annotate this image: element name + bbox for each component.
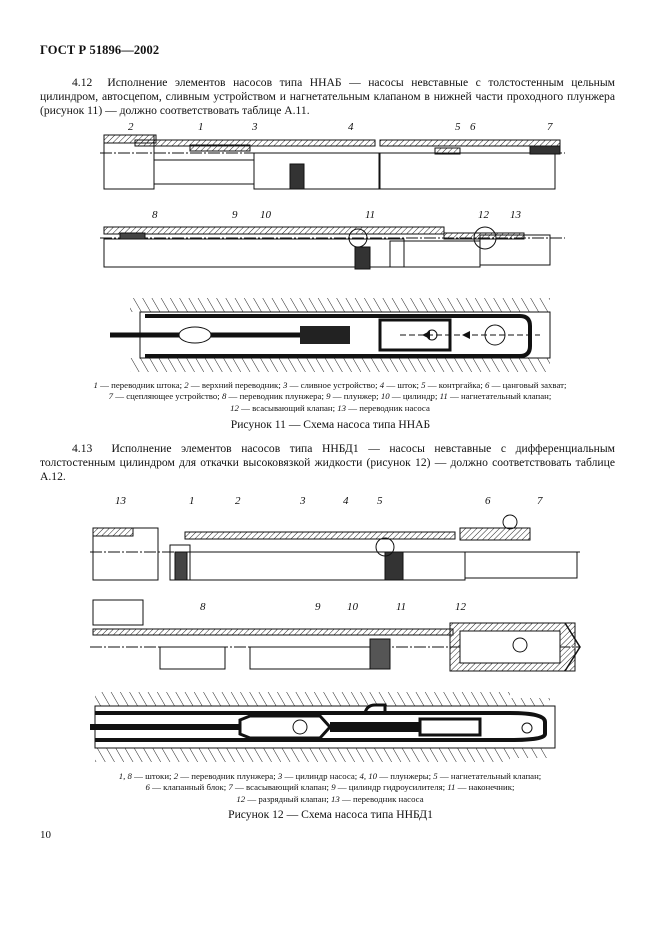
- svg-text:4: 4: [343, 495, 349, 507]
- figure-12-schematic: [90, 692, 556, 762]
- svg-text:2: 2: [235, 495, 241, 507]
- legend-line-1: 1 — переводник штока; 2 — верхний перево…: [93, 380, 567, 390]
- svg-text:13: 13: [115, 495, 127, 507]
- svg-text:1: 1: [189, 495, 195, 507]
- svg-text:8: 8: [152, 209, 158, 221]
- svg-text:11: 11: [365, 209, 375, 221]
- svg-text:6: 6: [470, 121, 476, 133]
- legend-line-1: 1, 8 — штоки; 2 — переводник плунжера; 3…: [118, 771, 542, 781]
- legend-line-2: 6 — клапанный блок; 7 — всасывающий клап…: [145, 782, 515, 793]
- svg-text:5: 5: [377, 495, 383, 507]
- svg-text:3: 3: [251, 121, 258, 133]
- document-header: ГОСТ Р 51896—2002: [40, 43, 160, 57]
- svg-text:7: 7: [547, 121, 553, 133]
- svg-text:12: 12: [455, 601, 467, 613]
- legend-line-2: 7 — сцепляющее устройство; 8 — переводни…: [108, 391, 552, 402]
- svg-text:8: 8: [200, 601, 206, 613]
- figure-11-legend: 1 — переводник штока; 2 — верхний перево…: [40, 380, 620, 414]
- figure-11-drawing-upper: 2 1 3 4 5 6 7: [100, 121, 565, 190]
- page-number: 10: [40, 829, 51, 841]
- paragraph-4-13: 4.13 Исполнение элементов насосов типа Н…: [40, 442, 615, 485]
- svg-text:6: 6: [485, 495, 491, 507]
- figure-11-caption: Рисунок 11 — Схема насоса типа ННАБ: [230, 418, 431, 431]
- svg-text:5: 5: [455, 121, 461, 133]
- svg-text:3: 3: [299, 495, 306, 507]
- svg-text:1: 1: [198, 121, 204, 133]
- svg-text:11: 11: [396, 601, 406, 613]
- paragraph-number: 4.12: [72, 76, 93, 89]
- svg-text:7: 7: [537, 495, 543, 507]
- svg-text:10: 10: [260, 209, 272, 221]
- figure-12-drawing-upper: 13 1 2 3 4 5 6 7: [90, 495, 580, 581]
- svg-text:9: 9: [232, 209, 238, 221]
- paragraph-text: Исполнение элементов насосов типа ННАБ —…: [40, 76, 615, 118]
- paragraph-number: 4.13: [72, 442, 93, 455]
- legend-line-3: 12 — разрядный клапан; 13 — переводник н…: [236, 793, 424, 804]
- figure-12-drawing-middle: 8 9 10 11 12: [90, 599, 581, 672]
- svg-text:9: 9: [315, 601, 321, 613]
- figure-12-legend: 1, 8 — штоки; 2 — переводник плунжера; 3…: [40, 771, 620, 805]
- figure-11-drawing-middle: 8 9 10 11 12 13: [100, 209, 565, 270]
- paragraph-4-12: 4.12 Исполнение элементов насосов типа Н…: [40, 76, 615, 119]
- legend-line-3: 12 — всасывающий клапан; 13 — переводник…: [230, 402, 430, 413]
- svg-text:12: 12: [478, 209, 490, 221]
- svg-text:13: 13: [510, 209, 522, 221]
- svg-text:2: 2: [128, 121, 134, 133]
- figure-11-schematic: [110, 298, 551, 372]
- paragraph-text: Исполнение элементов насосов типа ННБД1 …: [40, 442, 615, 484]
- svg-text:4: 4: [348, 121, 354, 133]
- callout-labels: 2 1 3 4 5 6 7: [128, 121, 553, 133]
- figure-12-caption: Рисунок 12 — Схема насоса типа ННБД1: [228, 808, 433, 821]
- svg-text:10: 10: [347, 601, 359, 613]
